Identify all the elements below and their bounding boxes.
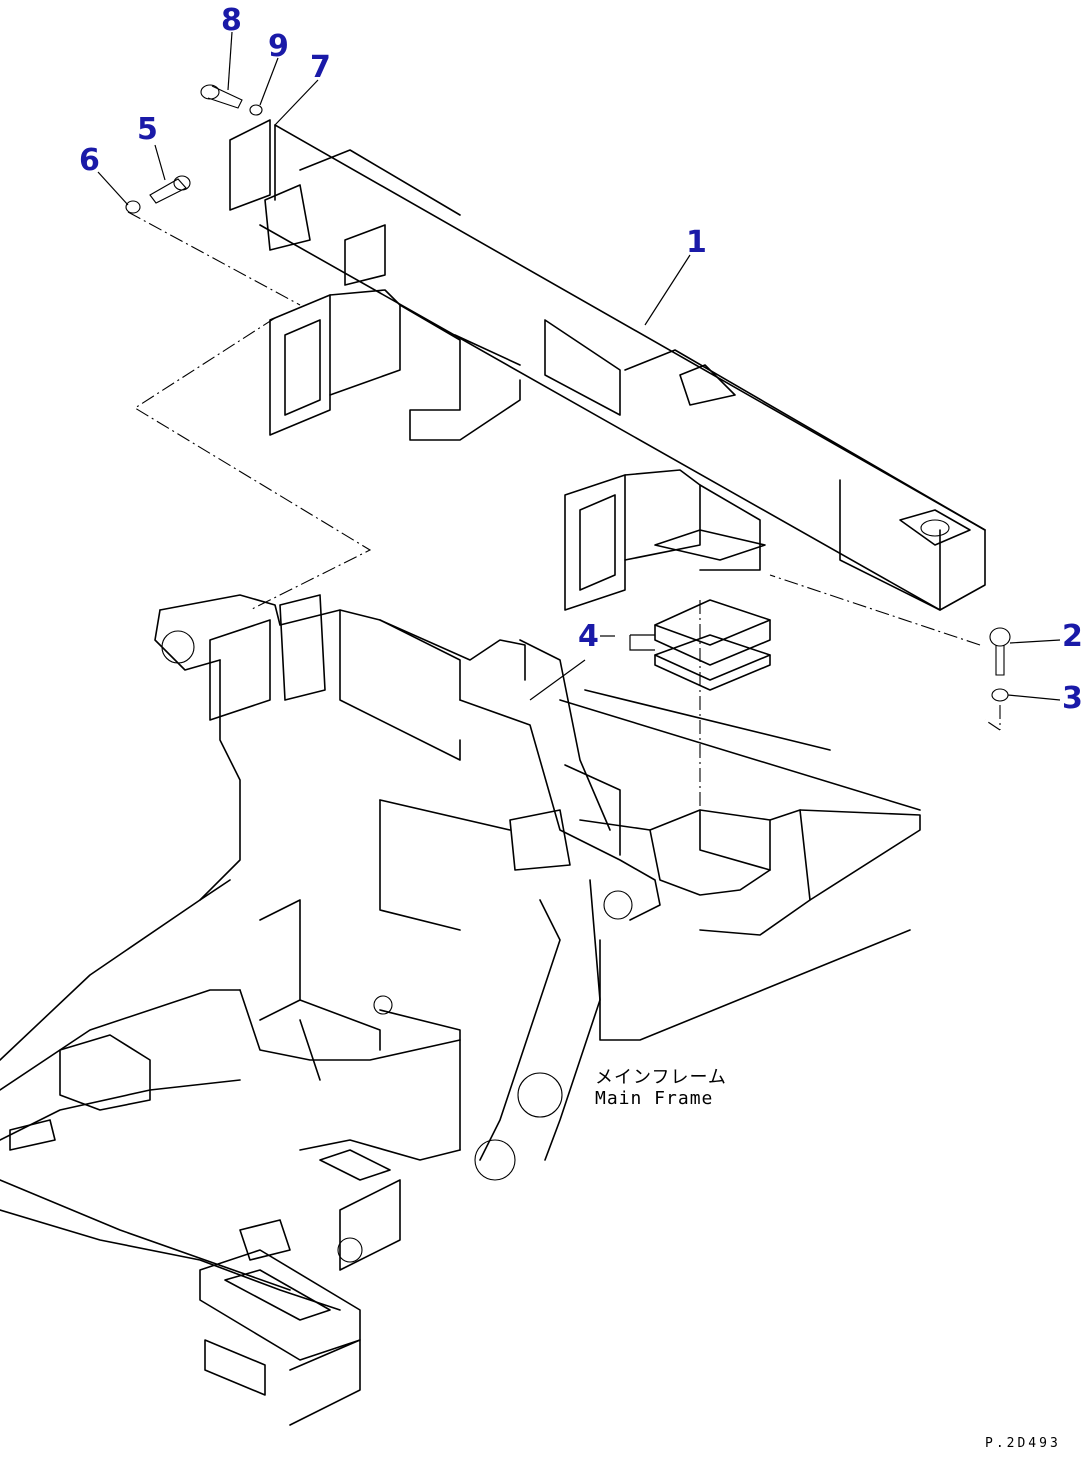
callout-7: 7 (310, 50, 331, 85)
callout-9: 9 (268, 29, 289, 64)
washer-3-icon (991, 688, 1009, 702)
main-frame-label-japanese: メインフレーム (595, 1067, 727, 1088)
callout-1: 1 (686, 225, 707, 260)
drawing-number: P.2D493 (985, 1436, 1061, 1451)
callout-2: 2 (1062, 619, 1083, 654)
main-frame-label: メインフレーム Main Frame (595, 1067, 727, 1109)
main-frame-label-english: Main Frame (595, 1087, 714, 1109)
main-frame (0, 594, 921, 1426)
washer-9-icon (249, 104, 263, 116)
callout-8: 8 (221, 3, 242, 38)
cross-member-part-1 (229, 119, 986, 611)
bolt-8-icon (200, 84, 243, 109)
callout-3: 3 (1062, 681, 1083, 716)
alignment-lines (127, 211, 1001, 810)
bolt-2-icon (989, 627, 1011, 676)
callout-6: 6 (79, 143, 100, 178)
callout-5: 5 (137, 112, 158, 147)
callout-4: 4 (578, 619, 599, 654)
spacer-plates-part-4 (629, 599, 771, 691)
bolt-5-icon (149, 175, 191, 204)
leader-lines (97, 31, 1061, 701)
nut-6-icon (125, 200, 141, 214)
